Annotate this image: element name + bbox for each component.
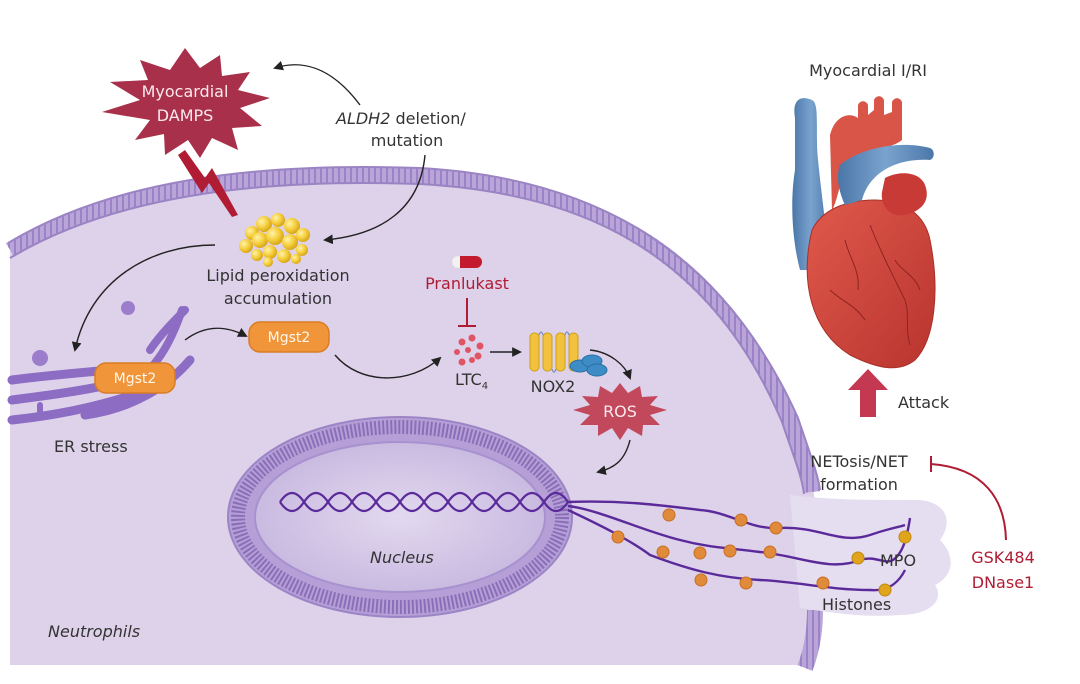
ros-label: ROS	[603, 402, 637, 421]
lipid-accumulation-label: accumulation	[224, 289, 332, 308]
netosis-label: NETosis/NET	[810, 452, 908, 471]
nucleus-label: Nucleus	[370, 548, 434, 567]
nucleus	[227, 416, 573, 618]
nox2-label: NOX2	[531, 377, 576, 396]
cell-membrane	[5, 167, 820, 494]
dnase1-label: DNase1	[972, 573, 1034, 592]
mpo-label: MPO	[880, 551, 916, 570]
attack-label: Attack	[898, 393, 950, 412]
inhibit-pranlukast	[458, 298, 476, 327]
mgst2-free-label: Mgst2	[268, 330, 311, 346]
starburst-icon	[573, 383, 667, 440]
mpo-dots	[851, 530, 912, 597]
vesicle	[121, 301, 135, 315]
histone-dots	[611, 508, 830, 590]
up-arrow-icon	[848, 369, 888, 417]
pathway-arrows	[71, 60, 632, 475]
pranlukast-label: Pranlukast	[425, 274, 509, 293]
heart-organ-icon	[792, 96, 936, 369]
aldh2-gene-label: ALDH2 deletion/	[335, 109, 466, 128]
net-formation-label: formation	[820, 475, 898, 494]
mgst2-er-label: Mgst2	[114, 371, 157, 387]
aldh2-mutation-label: mutation	[371, 131, 443, 150]
ros-starburst: ROS	[573, 383, 667, 440]
neutrophils-label: Neutrophils	[48, 622, 140, 641]
lightning-bolt-icon	[178, 150, 238, 217]
starburst-icon	[102, 48, 270, 158]
ltc4-molecules-icon	[454, 334, 484, 366]
ltc4-label: LTC4	[455, 370, 488, 392]
vesicle	[32, 350, 48, 366]
er-stress-label: ER stress	[54, 437, 128, 456]
damps-label-line1: Myocardial	[142, 82, 229, 101]
lipid-peroxidation-label: Lipid peroxidation	[206, 266, 349, 285]
damps-label-line2: DAMPS	[157, 106, 214, 125]
gsk484-label: GSK484	[971, 548, 1035, 567]
net-protrusion	[790, 495, 951, 616]
myocardial-iri-label: Myocardial I/RI	[809, 61, 927, 80]
lipid-droplets-icon	[239, 213, 310, 267]
mgst2-free-badge: Mgst2	[248, 321, 330, 353]
t-bar-inhibit-icon	[930, 456, 1007, 541]
capsule-icon	[451, 255, 482, 269]
histones-label: Histones	[822, 595, 891, 614]
mgst2-er-badge: Mgst2	[94, 362, 176, 394]
dna-helix	[279, 491, 569, 513]
nox2-complex-icon	[529, 331, 608, 377]
damps-starburst: Myocardial DAMPS	[102, 48, 270, 158]
